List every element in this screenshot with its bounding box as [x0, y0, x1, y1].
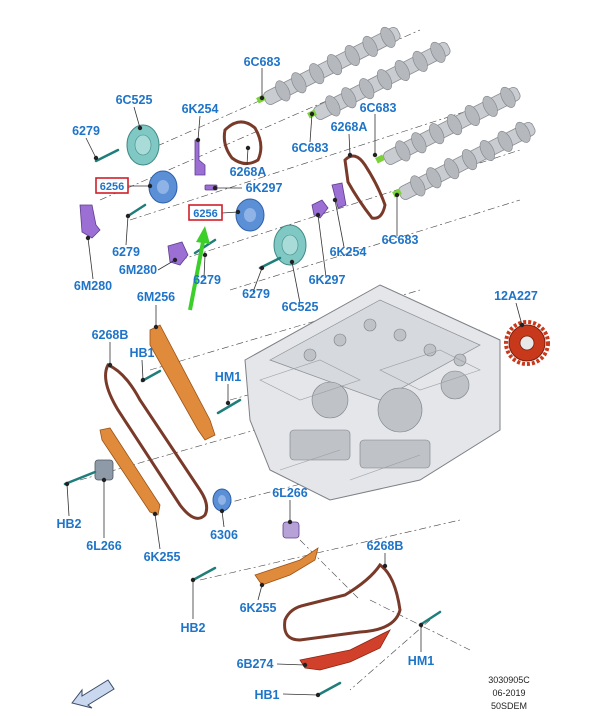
part-label-hm1-bottom: HM1 — [408, 654, 434, 668]
part-label-6l266-left: 6L266 — [86, 539, 121, 553]
camshafts — [256, 26, 536, 200]
part-label-hb2-bottom: HB2 — [180, 621, 205, 635]
part-label-6c683-right: 6C683 — [382, 233, 419, 247]
guides — [99, 324, 319, 586]
part-label-6m256: 6M256 — [137, 290, 175, 304]
part-label-6m280-left: 6M280 — [74, 279, 112, 293]
part-label-6b274: 6B274 — [237, 657, 274, 671]
seals — [222, 120, 387, 220]
part-label-6279-right: 6279 — [242, 287, 270, 301]
part-label-6268b-left: 6268B — [92, 328, 129, 342]
part-label-6k255-right: 6K255 — [240, 601, 277, 615]
part-label-6306: 6306 — [210, 528, 238, 542]
orientation-arrow-icon — [71, 679, 115, 709]
part-label-6279-center: 6279 — [193, 273, 221, 287]
leader-dots — [64, 95, 525, 698]
idler-pulley — [212, 488, 232, 512]
part-label-6256-mid: 6256 — [193, 208, 217, 220]
phaser-left-top — [126, 124, 160, 166]
part-label-6c683-top: 6C683 — [244, 55, 281, 69]
part-label-hb1-top: HB1 — [129, 346, 154, 360]
part-label-6k297-left: 6K297 — [246, 181, 283, 195]
part-label-6268a-left: 6268A — [230, 165, 267, 179]
part-label-6268b-right: 6268B — [367, 539, 404, 553]
reference-model: 50SDEM — [491, 701, 527, 711]
part-labels: 6C683 6C525 6K254 6C683 6279 6268A 6C683… — [56, 55, 537, 702]
tensioners — [94, 459, 300, 539]
green-arrow — [188, 226, 210, 311]
engine-block — [244, 284, 501, 501]
chains — [104, 363, 402, 642]
part-label-6k254-top: 6K254 — [182, 102, 219, 116]
part-label-6m280-mid: 6M280 — [119, 263, 157, 277]
part-label-6k297-right: 6K297 — [309, 273, 346, 287]
boxed-label-frame-left — [95, 177, 129, 194]
boxed-label-frame-mid — [188, 204, 223, 221]
reference-block: 3030905C 06-2019 50SDEM — [488, 675, 530, 711]
leader-lines — [66, 68, 523, 696]
bolts — [63, 148, 442, 697]
part-label-12a227: 12A227 — [494, 289, 538, 303]
part-label-6k254-right: 6K254 — [330, 245, 367, 259]
part-label-6c525-right: 6C525 — [282, 300, 319, 314]
part-label-6c683-mid: 6C683 — [292, 141, 329, 155]
part-label-6l266-right: 6L266 — [272, 486, 307, 500]
phaser-right-gear — [273, 224, 307, 266]
part-label-6279-top: 6279 — [72, 124, 100, 138]
reference-date: 06-2019 — [492, 688, 525, 698]
part-label-6256-left: 6256 — [100, 181, 124, 193]
part-label-hb1-bottom: HB1 — [254, 688, 279, 702]
part-label-6268a-right: 6268A — [331, 120, 368, 134]
part-label-6k255-left: 6K255 — [144, 550, 181, 564]
part-label-6c683-right-top: 6C683 — [360, 101, 397, 115]
part-label-hm1-mid: HM1 — [215, 370, 241, 384]
crank-sprocket — [504, 320, 550, 366]
part-label-6c525-top: 6C525 — [116, 93, 153, 107]
phaser-right-mid — [235, 198, 265, 232]
part-label-6279-left-mid: 6279 — [112, 245, 140, 259]
phaser-left-mid — [148, 170, 178, 204]
reference-code: 3030905C — [488, 675, 530, 685]
guide-bottom — [299, 629, 391, 671]
part-label-hb2-left: HB2 — [56, 517, 81, 531]
